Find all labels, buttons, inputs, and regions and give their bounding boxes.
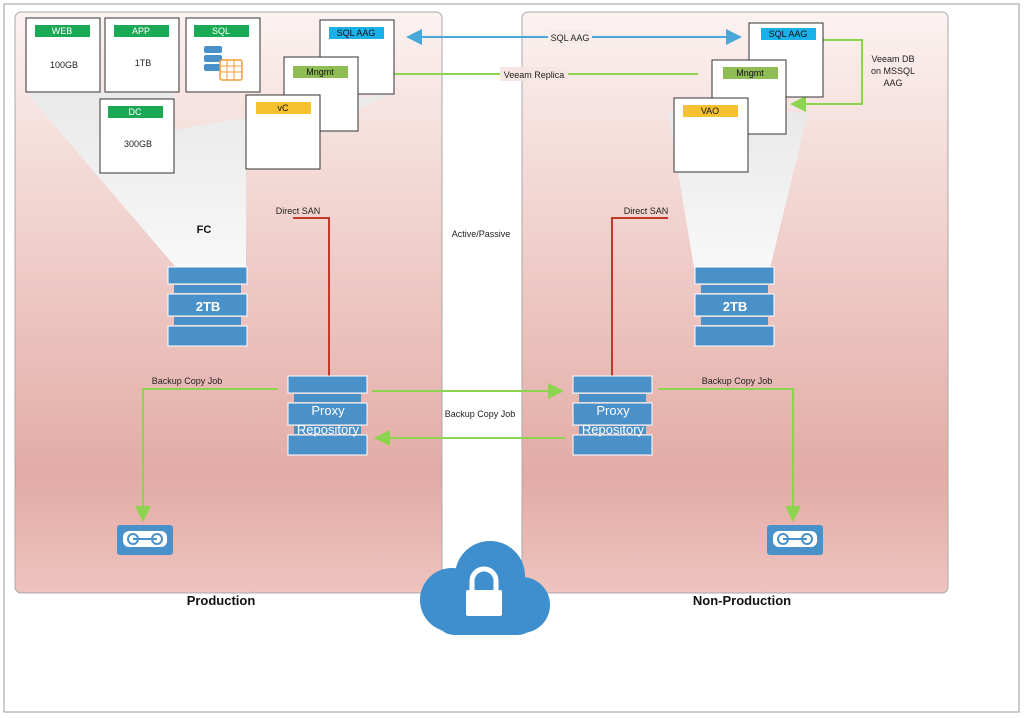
non-production-label: Non-Production [693,593,791,608]
vm-web: WEB 100GB [25,17,101,93]
proxy-nonprod-label-1: Proxy [596,403,630,418]
sql-aag-label-bg [548,30,592,44]
vm-app-tag [114,25,169,37]
vm-web-size: 100GB [50,60,78,70]
veeam-db-link [790,39,863,112]
vm-sql-tag [194,25,249,37]
vm-mngmt-nonprod-tag-label: Mngmt [736,68,764,78]
vm-sql: SQL [185,17,261,93]
vm-web-tag-label: WEB [52,26,73,36]
vm-sql-aag-prod-tag-label: SQL AAG [337,28,376,38]
veeam-db-label-2: on MSSQL [871,66,915,76]
vm-mngmt-nonprod-tag [723,67,778,79]
vm-sql-tag-label: SQL [212,26,230,36]
vm-web-tag [35,25,90,37]
backup-copy-nonprod-label: Backup Copy Job [702,376,773,386]
veeam-db-label-3: AAG [883,78,902,88]
vm-dc-size: 300GB [124,139,152,149]
backup-copy-nonprod-link [658,388,801,522]
production-label: Production [187,593,256,608]
vm-app-tag-label: APP [132,26,150,36]
storage-nonprod-label: 2TB [723,299,748,314]
vm-sql-aag-nonprod-tag-label: SQL AAG [769,29,808,39]
veeam-replica-label-bg [500,67,568,81]
tape-icon [117,525,173,555]
vm-app: APP 1TB [104,17,180,93]
direct-san-nonprod-line [611,217,668,376]
vm-vc-tag-label: vC [278,103,290,113]
storage-prod: 2TB [167,266,248,347]
vm-sql-aag-nonprod-tag [761,28,816,40]
direct-san-nonprod-label: Direct SAN [624,206,669,216]
vm-vc: vC [245,94,321,170]
vm-dc-tag-label: DC [129,107,142,117]
tape-icon [767,525,823,555]
backup-copy-middle-label: Backup Copy Job [445,409,516,419]
proxy-repository-prod: Proxy Repository [287,375,368,456]
proxy-prod-label-2: Repository [297,422,360,437]
vm-dc-tag [108,106,163,118]
proxy-nonprod-label-2: Repository [582,422,645,437]
storage-prod-label: 2TB [196,299,221,314]
fc-label: FC [197,224,212,236]
backup-copy-prod-link [135,388,278,522]
direct-san-prod-label: Direct SAN [276,206,321,216]
vm-sql-aag-prod-tag [329,27,384,39]
vm-vao-tag-label: VAO [701,106,719,116]
proxy-repository-nonprod: Proxy Repository [572,375,653,456]
vm-mngmt-prod-tag-label: Mngmt [306,67,334,77]
backup-copy-prod-label: Backup Copy Job [152,376,223,386]
vm-vao-tag [683,105,738,117]
sql-aag-link-label: SQL AAG [551,33,590,43]
database-table-icon [204,46,243,81]
direct-san-prod-line [293,217,330,376]
vm-vao: VAO [673,97,749,173]
proxy-prod-label-1: Proxy [311,403,345,418]
veeam-db-label-1: Veeam DB [871,54,914,64]
storage-nonprod: 2TB [694,266,775,347]
vm-vc-tag [256,102,311,114]
vm-mngmt-prod-tag [293,66,348,78]
vm-dc: DC 300GB [99,98,175,174]
active-passive-label: Active/Passive [452,229,511,239]
cloud-lock-icon [420,541,550,635]
veeam-replica-link-label: Veeam Replica [504,70,565,80]
vm-app-size: 1TB [135,58,152,68]
